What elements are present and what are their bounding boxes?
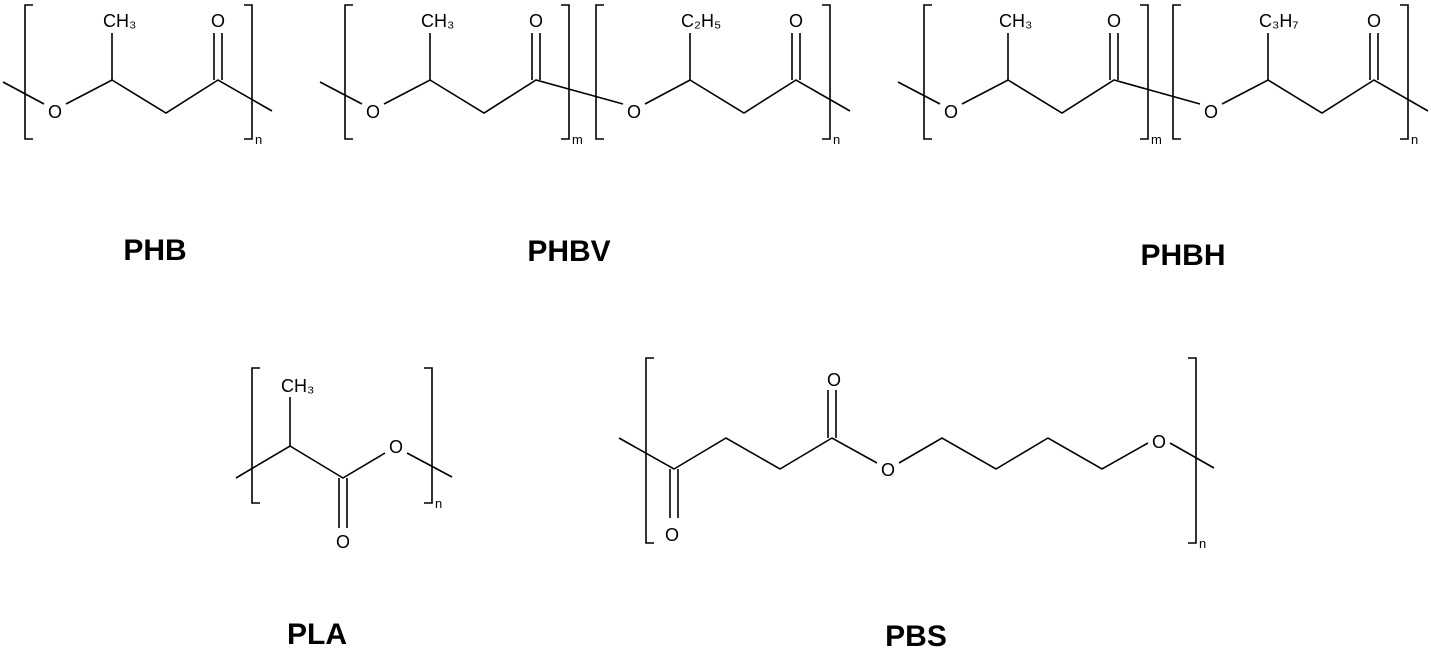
pbs-left-bracket xyxy=(645,357,654,544)
phbh-chain-bond xyxy=(897,81,941,105)
pbs-carbonyl-oxygen: O xyxy=(827,370,841,390)
phbv-ester-oxygen: O xyxy=(627,102,641,122)
phbv-ethyl-label: C₂H₅ xyxy=(681,11,721,31)
pla-caption: PLA xyxy=(287,618,347,649)
phbh-chain-bond xyxy=(1221,79,1429,114)
pbs-ester-oxygen: O xyxy=(881,460,895,480)
pbs-chain-bond xyxy=(1169,442,1215,469)
pbs-structure: O O O O n xyxy=(618,357,1215,551)
phbv-carbonyl-oxygen: O xyxy=(789,11,803,31)
pla-ester-oxygen: O xyxy=(389,437,403,457)
phbh-ester-oxygen: O xyxy=(944,102,958,122)
phbh-chain-bond xyxy=(961,79,1201,114)
pla-repeat-index: n xyxy=(435,496,442,511)
phb-left-bracket xyxy=(24,4,33,140)
pbs-caption: PBS xyxy=(885,620,947,649)
phb-carbonyl-oxygen: O xyxy=(211,11,225,31)
phbh-bracket-2-right xyxy=(1400,4,1409,140)
phb-methyl-label: CH₃ xyxy=(103,11,136,31)
pla-carbonyl-oxygen: O xyxy=(336,532,350,552)
pbs-ester-oxygen: O xyxy=(1152,432,1166,452)
phb-ester-oxygen: O xyxy=(48,102,62,122)
phb-caption: PHB xyxy=(123,234,186,267)
phbh-caption: PHBH xyxy=(1140,239,1225,272)
pbs-carbonyl-double-bond xyxy=(669,469,679,518)
phb-chain-bond xyxy=(2,81,45,105)
phbh-propyl-label: C₃H₇ xyxy=(1259,11,1299,31)
pla-chain-bond xyxy=(406,452,453,478)
phb-right-bracket xyxy=(244,4,253,140)
pbs-carbonyl-double-bond xyxy=(827,390,837,438)
phbh-bracket-1-right xyxy=(1140,4,1149,140)
phb-carbonyl-double-bond xyxy=(213,33,223,80)
phbh-bracket-1-left xyxy=(923,4,932,140)
phbh-repeat-index-n: n xyxy=(1411,132,1418,147)
pla-chain-bond xyxy=(235,445,386,479)
phbv-bracket-1-left xyxy=(344,4,353,140)
phbh-carbonyl-double-bond xyxy=(1369,33,1379,80)
phbv-bracket-2-left xyxy=(595,4,604,140)
pbs-right-bracket xyxy=(1188,357,1197,544)
pla-carbonyl-double-bond xyxy=(338,478,348,528)
phbv-structure: O O CH₃ C₂H₅ O O m n xyxy=(319,4,851,147)
pla-structure: O CH₃ O n xyxy=(235,367,453,552)
phbh-bracket-2-left xyxy=(1172,4,1181,140)
phbh-carbonyl-oxygen: O xyxy=(1367,11,1381,31)
pla-right-bracket xyxy=(424,367,433,504)
phbv-repeat-index-n: n xyxy=(833,132,840,147)
phbh-ester-oxygen: O xyxy=(1204,102,1218,122)
phbv-repeat-index-m: m xyxy=(572,132,583,147)
pbs-chain-bond xyxy=(898,437,1149,470)
phbh-structure: O O CH₃ C₃H₇ O O m n xyxy=(897,4,1429,147)
phbv-carbonyl-double-bond xyxy=(791,33,801,80)
phbv-bracket-2-right xyxy=(822,4,831,140)
phbv-caption: PHBV xyxy=(527,235,610,268)
phb-chain-bond xyxy=(65,79,273,114)
phbv-bracket-1-right xyxy=(561,4,570,140)
phbh-repeat-index-m: m xyxy=(1151,132,1162,147)
phbv-methyl-label: CH₃ xyxy=(421,11,454,31)
phbv-chain-bond xyxy=(319,81,363,105)
pbs-carbonyl-oxygen: O xyxy=(665,525,679,545)
phbh-methyl-label: CH₃ xyxy=(999,11,1032,31)
phbv-carbonyl-oxygen: O xyxy=(529,11,543,31)
phbh-carbonyl-oxygen: O xyxy=(1107,11,1121,31)
pla-methyl-label: CH₃ xyxy=(281,376,314,396)
phbv-chain-bond xyxy=(383,79,624,114)
phbv-carbonyl-double-bond xyxy=(531,33,541,80)
pbs-repeat-index: n xyxy=(1199,536,1206,551)
phb-structure: O CH₃ O n xyxy=(2,4,273,147)
phbv-ester-oxygen: O xyxy=(366,102,380,122)
phbv-chain-bond xyxy=(644,79,851,114)
phbh-carbonyl-double-bond xyxy=(1109,33,1119,80)
phb-repeat-index: n xyxy=(255,132,262,147)
pbs-chain-bond xyxy=(618,437,878,470)
pla-left-bracket xyxy=(251,367,260,504)
